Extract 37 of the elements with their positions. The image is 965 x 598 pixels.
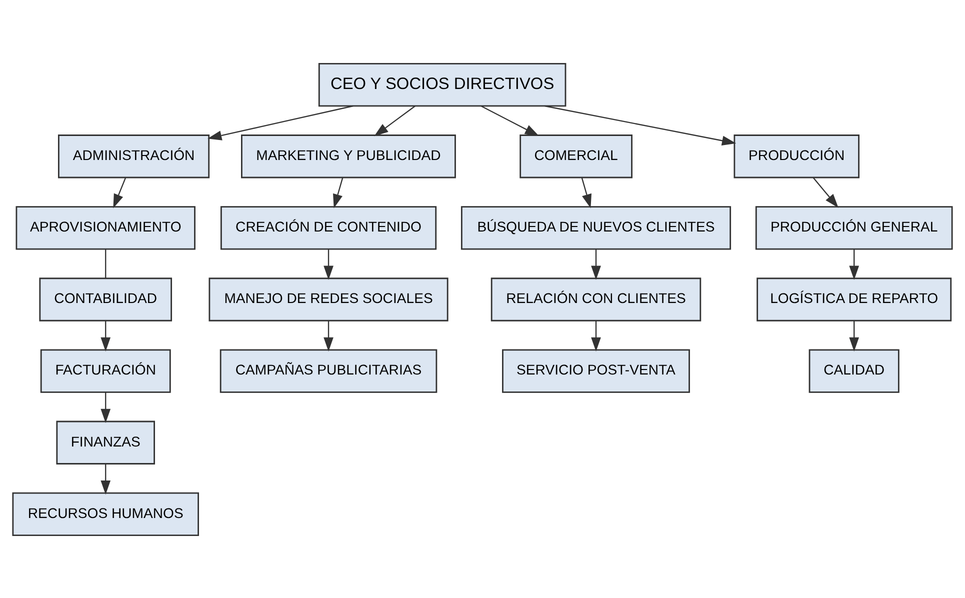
node-box: MARKETING Y PUBLICIDAD (241, 134, 456, 178)
node-box: FACTURACIÓN (40, 348, 171, 392)
node-box: CAMPAÑAS PUBLICITARIAS (220, 348, 438, 392)
arrow (333, 176, 344, 208)
arrow (324, 248, 334, 280)
arrow (113, 176, 126, 208)
arrow (208, 104, 354, 140)
node-box: CREACIÓN DE CONTENIDO (220, 206, 437, 250)
arrow (100, 320, 111, 351)
arrow (591, 248, 601, 280)
node-box: FINANZAS (56, 420, 156, 464)
arrow (100, 392, 111, 423)
connector (105, 248, 106, 278)
arrow (591, 320, 601, 351)
arrow (849, 248, 860, 280)
node-box: LOGÍSTICA DE REPARTO (756, 277, 952, 321)
arrow (849, 320, 860, 351)
node-box: RELACIÓN CON CLIENTES (490, 277, 702, 321)
arrow (812, 176, 838, 208)
arrow (324, 320, 334, 351)
node-box: PRODUCCIÓN (734, 134, 860, 178)
arrow (100, 463, 111, 494)
node-box: ADMINISTRACIÓN (58, 134, 210, 178)
node-box: PRODUCCIÓN GENERAL (755, 206, 953, 250)
arrow (581, 176, 592, 208)
node-box: CALIDAD (808, 348, 900, 392)
arrow (544, 104, 736, 146)
node-box: MANEJO DE REDES SOCIALES (208, 277, 448, 321)
node-box: RECURSOS HUMANOS (12, 492, 199, 536)
node-box: CONTABILIDAD (39, 277, 172, 321)
node-box: APROVISIONAMIENTO (16, 206, 196, 250)
arrow (480, 104, 540, 136)
arrow (374, 105, 416, 136)
node-box: CEO Y SOCIOS DIRECTIVOS (318, 62, 566, 106)
node-box: SERVICIO POST-VENTA (502, 348, 690, 392)
node-box: COMERCIAL (520, 134, 632, 178)
node-box: BÚSQUEDA DE NUEVOS CLIENTES (460, 206, 732, 250)
